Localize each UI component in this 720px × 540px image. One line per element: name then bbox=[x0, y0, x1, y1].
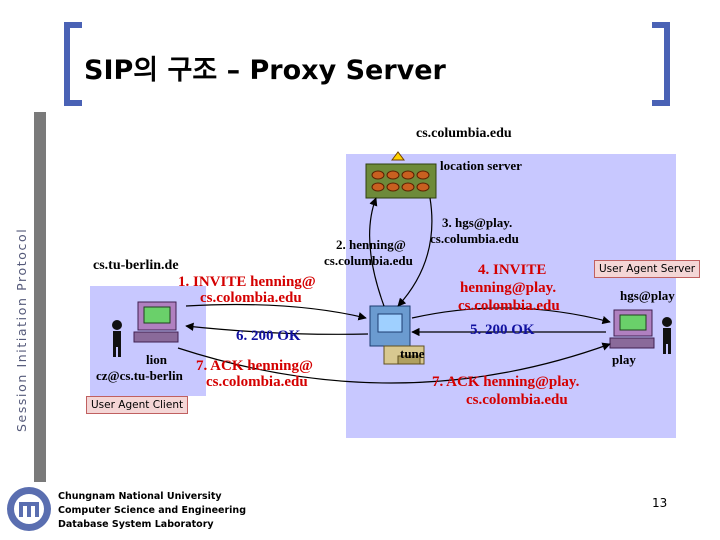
msg-7a-line2: cs.colombia.edu bbox=[206, 374, 308, 390]
arrow-4-invite bbox=[411, 307, 611, 325]
client-computer-icon bbox=[112, 301, 179, 357]
user-agent-server-box: User Agent Server bbox=[594, 260, 701, 278]
msg-6-label: 6. 200 OK bbox=[236, 328, 301, 344]
title-bracket-left bbox=[64, 22, 82, 106]
msg-5-label: 5. 200 OK bbox=[470, 322, 535, 338]
university-logo-icon bbox=[7, 487, 51, 531]
arrow-2-lookup bbox=[369, 197, 385, 307]
msg-7a-line1: 7. ACK henning@ bbox=[196, 358, 313, 374]
msg-4-line1: 4. INVITE bbox=[478, 262, 547, 278]
msg-2-line2: cs.columbia.edu bbox=[324, 253, 413, 268]
client-host-label: lion bbox=[146, 352, 167, 367]
title-bracket-right bbox=[652, 22, 670, 106]
location-server-icon bbox=[365, 151, 437, 199]
arrow-1-invite bbox=[185, 303, 367, 321]
footer-text: Chungnam National University Computer Sc… bbox=[58, 490, 246, 532]
user-agent-client-box: User Agent Client bbox=[86, 396, 189, 414]
msg-3-line1: 3. hgs@play. bbox=[442, 215, 513, 230]
msg-7b-line1: 7. ACK henning@play. bbox=[432, 374, 580, 390]
server-host-label: play bbox=[612, 352, 636, 367]
msg-4-line3: cs.colombia.edu bbox=[458, 298, 560, 314]
slide-title: SIP의 구조 – Proxy Server bbox=[84, 55, 446, 86]
msg-4-line2: henning@play. bbox=[460, 280, 557, 296]
footer-line-university: Chungnam National University bbox=[58, 491, 222, 502]
footer-line-lab: Database System Laboratory bbox=[58, 519, 214, 530]
msg-1-line2: cs.colombia.edu bbox=[200, 290, 302, 306]
columbia-domain-region bbox=[346, 154, 676, 438]
arrow-6-ok bbox=[185, 322, 369, 335]
side-bar bbox=[34, 112, 46, 482]
location-server-label: location server bbox=[440, 158, 522, 173]
arrow-3-response bbox=[397, 197, 433, 307]
berlin-domain-label: cs.tu-berlin.de bbox=[93, 258, 179, 273]
footer-line-department: Computer Science and Engineering bbox=[58, 505, 247, 516]
arrow-7-ack bbox=[177, 342, 611, 384]
msg-7b-line2: cs.colombia.edu bbox=[466, 392, 568, 408]
server-address-label: hgs@play bbox=[620, 288, 675, 303]
msg-2-line1: 2. henning@ bbox=[336, 237, 406, 252]
msg-3-line2: cs.columbia.edu bbox=[430, 231, 519, 246]
page-number: 13 bbox=[652, 496, 668, 510]
msg-1-line1: 1. INVITE henning@ bbox=[178, 274, 316, 290]
columbia-domain-label: cs.columbia.edu bbox=[416, 126, 512, 141]
proxy-label: tune bbox=[400, 346, 425, 361]
client-address-label: cz@cs.tu-berlin bbox=[96, 368, 183, 383]
proxy-server-icon bbox=[369, 305, 425, 365]
